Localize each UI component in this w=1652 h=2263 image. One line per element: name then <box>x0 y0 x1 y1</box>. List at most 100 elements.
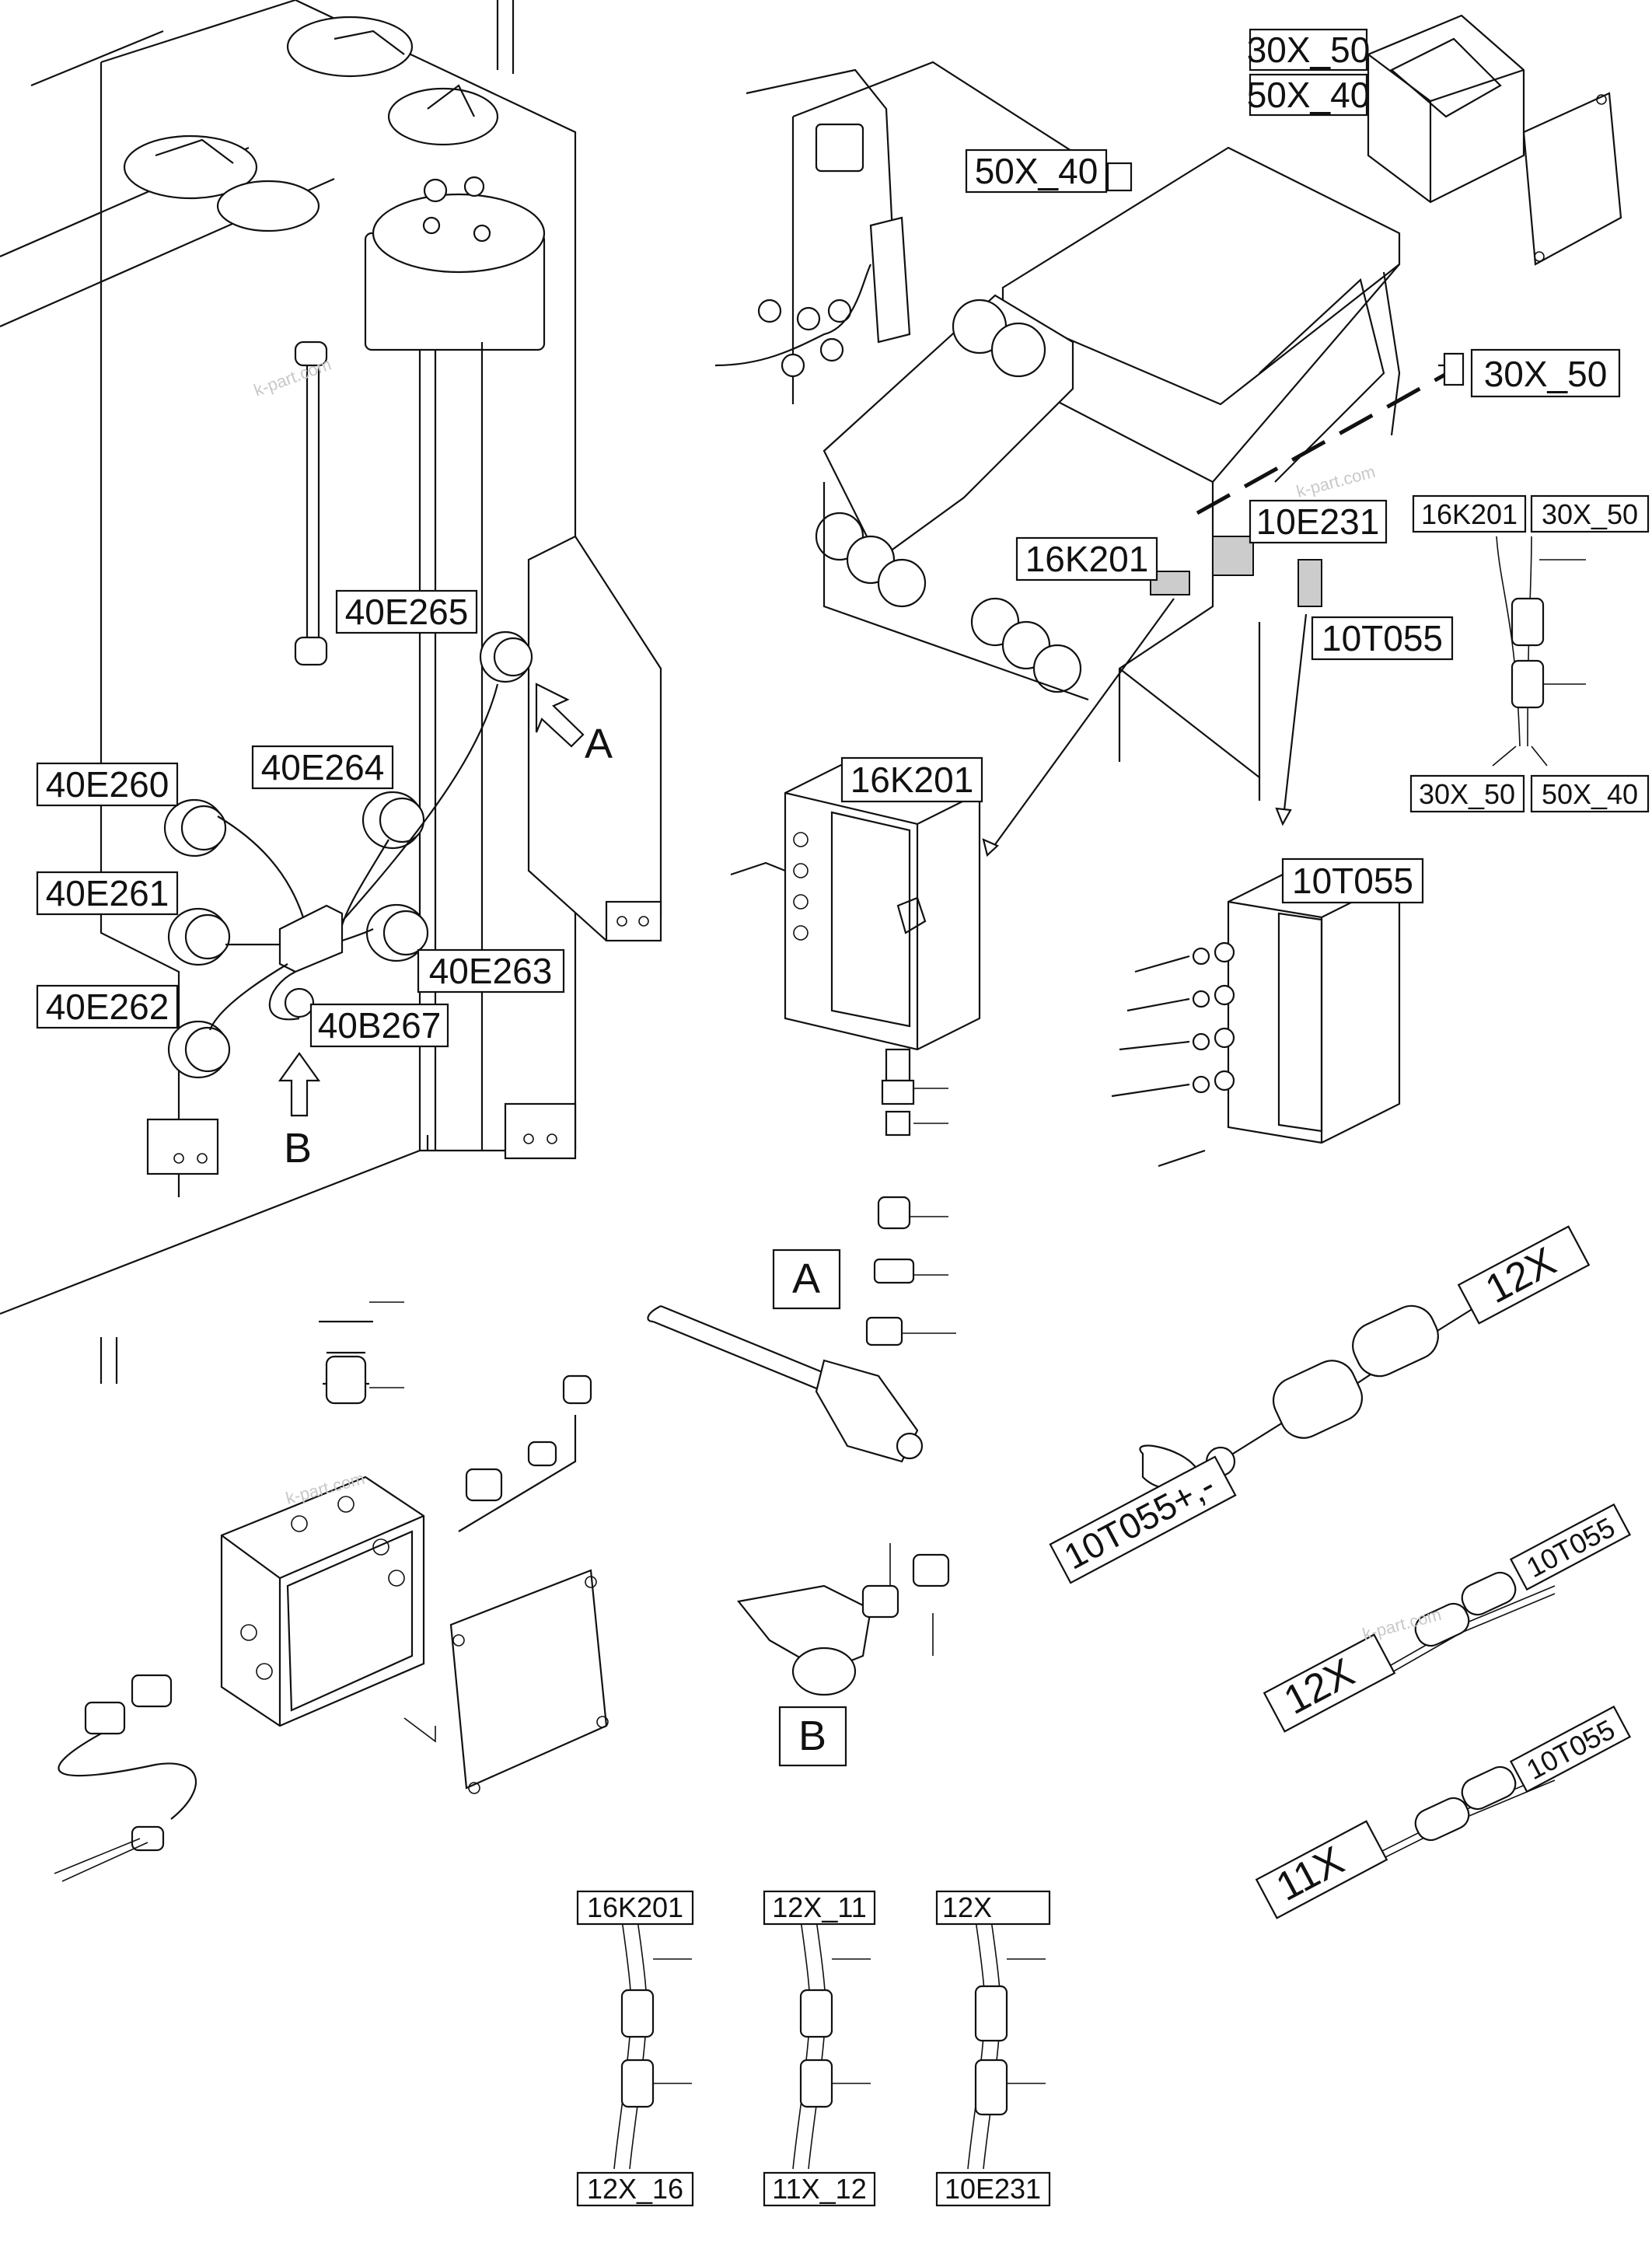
label-40e262: 40E262 <box>36 984 179 1029</box>
label-16k201-box: 16K201 <box>840 756 983 803</box>
harness-10t055-lower <box>1352 1571 1556 1874</box>
svg-text:30X_50: 30X_50 <box>1542 498 1638 530</box>
svg-text:11X_12: 11X_12 <box>772 2173 866 2205</box>
sensor-40b267 <box>284 987 315 1018</box>
label-a-box: A <box>772 1248 841 1310</box>
label-bundle3-bottom: 10E231 <box>935 2171 1051 2207</box>
svg-text:30X_50: 30X_50 <box>1247 30 1371 70</box>
heater-40e264 <box>361 791 425 850</box>
svg-text:10T055+,-: 10T055+,- <box>1057 1465 1221 1577</box>
svg-text:40E260: 40E260 <box>46 764 169 805</box>
label-bundle3-top: 12X <box>935 1890 1051 1926</box>
svg-text:16K201: 16K201 <box>1025 539 1149 579</box>
heater-elements-group <box>163 630 533 1079</box>
label-50x40-top: 50X_40 <box>1247 73 1371 117</box>
svg-text:40E261: 40E261 <box>46 873 169 913</box>
tank-frame-drawing <box>0 0 662 1384</box>
label-16k201-right: 16K201 <box>1412 494 1527 533</box>
heater-40e262 <box>167 1020 231 1079</box>
connector-10t055 <box>1298 559 1322 607</box>
label-50x40-cab: 50X_40 <box>965 148 1108 194</box>
arrow-a <box>535 683 585 748</box>
control-box-16k201 <box>730 760 981 1137</box>
junction-box <box>278 904 344 973</box>
label-40e260: 40E260 <box>36 762 179 807</box>
callout-labels: 30X_50 50X_40 50X_40 30X_50 10E231 16K20… <box>36 28 1650 2207</box>
detail-b-tee <box>736 1543 950 1696</box>
label-40e265: 40E265 <box>335 589 478 634</box>
connector-50x40 <box>1106 162 1133 192</box>
label-bundle1-top: 16K201 <box>576 1890 694 1926</box>
label-a-arrow: A <box>585 721 613 767</box>
svg-text:B: B <box>798 1713 826 1759</box>
label-bundle2-top: 12X_11 <box>763 1890 876 1926</box>
junction-box-bottom-left <box>54 1301 609 1882</box>
svg-text:k-part.com: k-part.com <box>1294 462 1378 501</box>
svg-text:40E262: 40E262 <box>46 987 169 1027</box>
connector-10e231 <box>1212 536 1254 576</box>
label-10t055-cab: 10T055 <box>1311 616 1454 661</box>
label-40b267: 40B267 <box>309 1003 449 1048</box>
label-b-arrow: B <box>284 1125 312 1172</box>
label-12x-tilt-2: 12X <box>1263 1633 1396 1733</box>
label-50x40-right-bottom: 50X_40 <box>1530 774 1650 813</box>
svg-text:30X_50: 30X_50 <box>1419 778 1515 810</box>
label-bundle2-bottom: 11X_12 <box>763 2171 876 2207</box>
detail-12x <box>1139 1304 1478 1489</box>
svg-text:16K201: 16K201 <box>587 1891 683 1923</box>
cap-4 <box>387 87 499 146</box>
cab-boom-drawing <box>714 61 1465 857</box>
cap-3 <box>286 16 414 78</box>
label-16k201-cab: 16K201 <box>1015 536 1158 581</box>
svg-text:k-part.com: k-part.com <box>251 354 334 400</box>
label-30x50-right-bottom: 30X_50 <box>1409 774 1525 813</box>
svg-text:12X_11: 12X_11 <box>772 1891 866 1923</box>
label-30x50-right: 30X_50 <box>1470 348 1621 398</box>
svg-text:10E231: 10E231 <box>1256 501 1380 542</box>
svg-text:16K201: 16K201 <box>1421 498 1518 530</box>
svg-text:50X_40: 50X_40 <box>1542 778 1638 810</box>
heater-40e260 <box>163 798 227 857</box>
svg-text:40E264: 40E264 <box>261 747 385 788</box>
svg-text:12X: 12X <box>942 1891 992 1923</box>
label-10e231: 10E231 <box>1249 499 1388 544</box>
label-bundle1-bottom: 12X_16 <box>576 2171 694 2207</box>
label-10t055-tilt-3: 10T055 <box>1509 1705 1632 1793</box>
svg-text:50X_40: 50X_40 <box>975 151 1098 191</box>
label-12x-tilt: 12X <box>1457 1225 1591 1325</box>
svg-text:10E231: 10E231 <box>945 2173 1041 2205</box>
label-30x50-top: 30X_50 <box>1247 28 1371 72</box>
connector-30x50 <box>1443 352 1465 386</box>
svg-text:12X_16: 12X_16 <box>587 2173 683 2205</box>
heater-40e263 <box>365 903 429 962</box>
cap-2 <box>216 180 320 232</box>
junction-box-top-right <box>1367 14 1622 266</box>
svg-text:10T055: 10T055 <box>1292 861 1413 901</box>
label-11x-tilt: 11X <box>1255 1820 1388 1919</box>
detail-a-heater <box>647 1196 956 1463</box>
arrow-b <box>278 1052 321 1117</box>
connector-16k201 <box>1150 571 1190 595</box>
label-30x50-right-top: 30X_50 <box>1530 494 1650 533</box>
harness-bundles-bottom <box>613 1919 1046 2170</box>
svg-text:40E265: 40E265 <box>345 592 469 632</box>
harness-right <box>1492 536 1586 767</box>
svg-text:30X_50: 30X_50 <box>1484 354 1608 394</box>
label-b-box: B <box>778 1706 847 1767</box>
svg-text:A: A <box>792 1255 820 1302</box>
box-10t055 <box>1111 861 1401 1168</box>
label-40e263: 40E263 <box>417 948 565 994</box>
heater-40e265 <box>479 630 533 683</box>
label-10t055-box: 10T055 <box>1281 857 1424 904</box>
label-40e264: 40E264 <box>251 745 394 790</box>
label-40e261: 40E261 <box>36 871 179 916</box>
label-10t055-tilt-1: 10T055 <box>1509 1503 1632 1591</box>
svg-text:40B267: 40B267 <box>318 1005 442 1046</box>
svg-text:16K201: 16K201 <box>850 760 974 800</box>
svg-text:10T055: 10T055 <box>1322 618 1443 658</box>
svg-text:50X_40: 50X_40 <box>1247 75 1371 115</box>
svg-text:40E263: 40E263 <box>429 951 553 991</box>
heater-40e261 <box>167 907 231 966</box>
cap-1 <box>123 134 258 200</box>
